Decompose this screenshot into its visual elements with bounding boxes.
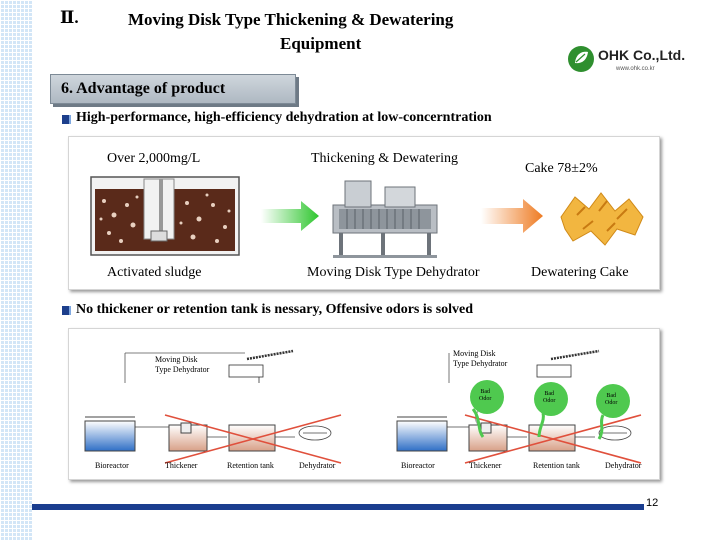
bad-odor-label: Bad Odor bbox=[543, 391, 556, 404]
logo-url-text: www.ohk.co.kr bbox=[616, 66, 655, 72]
left-stage-bioreactor: Bioreactor bbox=[95, 461, 129, 470]
leaf-logo-icon bbox=[568, 46, 594, 72]
left-stage-dehydrator: Dehydrator bbox=[299, 461, 336, 470]
bad-odor-label: Bad Odor bbox=[479, 389, 492, 402]
label-cake-percentage: Cake 78±2% bbox=[525, 161, 598, 176]
section-roman-numeral: Ⅱ. bbox=[60, 8, 79, 27]
point-2-text: No thickener or retention tank is nessar… bbox=[76, 302, 474, 317]
slide-title-line-1: Moving Disk Type Thickening & Dewatering bbox=[128, 10, 454, 29]
footer-bar bbox=[32, 504, 644, 510]
green-arrow-icon bbox=[261, 201, 319, 231]
label-dehydrator-name: Moving Disk Type Dehydrator bbox=[307, 265, 480, 280]
page-number: 12 bbox=[646, 497, 659, 509]
activated-sludge-tank-illustration bbox=[90, 176, 240, 256]
left-stage-retention-tank: Retention tank bbox=[227, 461, 274, 470]
process-comparison-diagram bbox=[84, 349, 642, 464]
bad-odor-label: Bad Odor bbox=[605, 393, 618, 406]
right-stage-dehydrator: Dehydrator bbox=[605, 461, 642, 470]
orange-arrow-icon bbox=[481, 199, 543, 233]
bullet-square-icon bbox=[62, 115, 71, 124]
label-thickening-dewatering: Thickening & Dewatering bbox=[311, 151, 458, 166]
point-1-text: High-performance, high-efficiency dehydr… bbox=[76, 110, 492, 125]
moving-disk-dehydrator-photo bbox=[332, 180, 438, 258]
label-concentration: Over 2,000mg/L bbox=[107, 151, 201, 166]
section-heading: 6. Advantage of product bbox=[61, 80, 226, 97]
label-dewatering-cake: Dewatering Cake bbox=[531, 265, 629, 280]
label-activated-sludge: Activated sludge bbox=[107, 265, 202, 280]
right-dehydrator-label: Moving Disk Type Dehydrator bbox=[453, 349, 508, 368]
slide-title-line-2: Equipment bbox=[280, 34, 362, 53]
left-dehydrator-label: Moving Disk Type Dehydrator bbox=[155, 355, 210, 374]
section-heading-box: 6. Advantage of product bbox=[50, 74, 296, 104]
right-stage-thickener: Thickener bbox=[469, 461, 502, 470]
right-stage-bioreactor: Bioreactor bbox=[401, 461, 435, 470]
left-stage-thickener: Thickener bbox=[165, 461, 198, 470]
right-stage-retention-tank: Retention tank bbox=[533, 461, 580, 470]
process-figure-panel: Over 2,000mg/L Thickening & Dewatering C… bbox=[68, 136, 660, 290]
bullet-square-icon bbox=[62, 306, 71, 315]
process-comparison-panel: Moving Disk Type Dehydrator Moving Disk … bbox=[68, 328, 660, 480]
logo-brand-text: OHK Co.,Ltd. bbox=[598, 47, 686, 63]
dewatering-cake-photo bbox=[560, 192, 644, 246]
company-logo: OHK Co.,Ltd. www.ohk.co.kr bbox=[566, 44, 686, 78]
left-decorative-strip bbox=[0, 0, 32, 540]
